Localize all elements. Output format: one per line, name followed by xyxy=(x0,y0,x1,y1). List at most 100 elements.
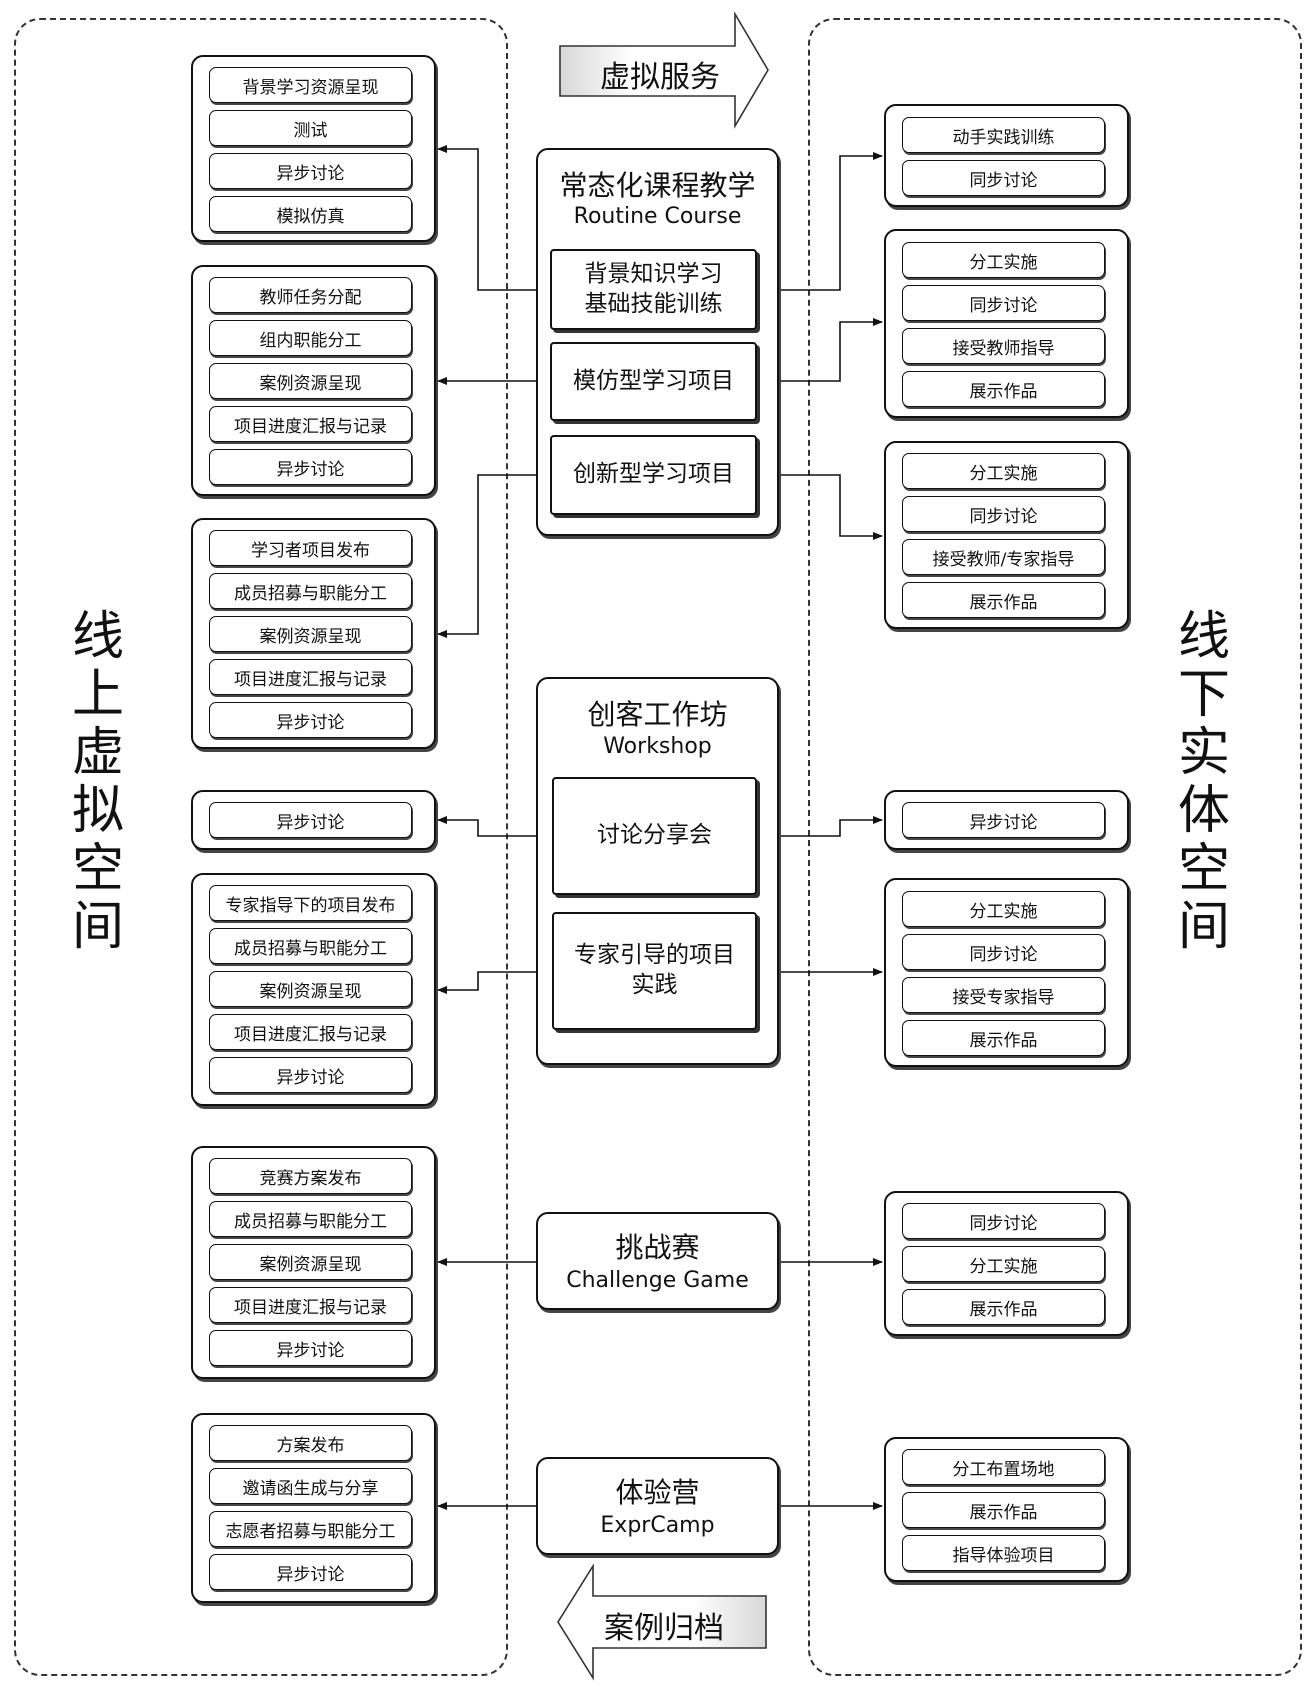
offline-item: 接受教师指导 xyxy=(902,328,1105,364)
workshop-title-en: Workshop xyxy=(603,734,712,759)
offline-group-3: 分工实施 同步讨论 接受教师/专家指导 展示作品 xyxy=(884,441,1129,629)
online-group-3: 学习者项目发布 成员招募与职能分工 案例资源呈现 项目进度汇报与记录 异步讨论 xyxy=(191,518,436,749)
online-item: 异步讨论 xyxy=(209,1330,412,1366)
camp-title-en: ExprCamp xyxy=(600,1513,715,1538)
offline-group-4: 异步讨论 xyxy=(884,790,1129,850)
online-item: 异步讨论 xyxy=(209,153,412,189)
case-archive-arrow xyxy=(557,1563,767,1681)
online-group-4: 异步讨论 xyxy=(191,790,436,850)
routine-knowledge-line2: 基础技能训练 xyxy=(584,290,723,317)
offline-group-2: 分工实施 同步讨论 接受教师指导 展示作品 xyxy=(884,229,1129,418)
offline-physical-space-region xyxy=(808,18,1302,1676)
connector-routine-imitation-offline xyxy=(757,318,883,382)
challenge-title-en: Challenge Game xyxy=(566,1268,749,1293)
offline-group-6: 同步讨论 分工实施 展示作品 xyxy=(884,1191,1129,1336)
connector-workshop-discussion-offline xyxy=(757,816,883,837)
offline-item: 同步讨论 xyxy=(902,496,1105,532)
online-item: 案例资源呈现 xyxy=(209,971,412,1007)
virtual-service-arrow xyxy=(559,11,769,129)
online-item: 专家指导下的项目发布 xyxy=(209,885,412,921)
online-item: 案例资源呈现 xyxy=(209,1244,412,1280)
online-item: 成员招募与职能分工 xyxy=(209,573,412,609)
routine-imitation-label: 模仿型学习项目 xyxy=(573,367,734,394)
offline-item: 异步讨论 xyxy=(902,802,1105,838)
offline-item: 分工实施 xyxy=(902,242,1105,278)
online-item: 背景学习资源呈现 xyxy=(209,67,412,103)
offline-group-5: 分工实施 同步讨论 接受专家指导 展示作品 xyxy=(884,878,1129,1067)
connector-routine-innovation-online xyxy=(437,474,550,638)
offline-item: 动手实践训练 xyxy=(902,117,1105,153)
online-group-6: 竞赛方案发布 成员招募与职能分工 案例资源呈现 项目进度汇报与记录 异步讨论 xyxy=(191,1146,436,1379)
online-group-2: 教师任务分配 组内职能分工 案例资源呈现 项目进度汇报与记录 异步讨论 xyxy=(191,265,436,496)
online-item: 组内职能分工 xyxy=(209,320,412,356)
online-item: 异步讨论 xyxy=(209,449,412,485)
connector-workshop-expert-online xyxy=(437,971,550,994)
online-item: 项目进度汇报与记录 xyxy=(209,1287,412,1323)
online-group-7: 方案发布 邀请函生成与分享 志愿者招募与职能分工 异步讨论 xyxy=(191,1413,436,1603)
online-item: 异步讨论 xyxy=(209,702,412,738)
offline-item: 同步讨论 xyxy=(902,285,1105,321)
online-item: 方案发布 xyxy=(209,1425,412,1461)
offline-item: 展示作品 xyxy=(902,1492,1105,1528)
offline-item: 接受专家指导 xyxy=(902,977,1105,1013)
online-item: 异步讨论 xyxy=(209,802,412,838)
online-virtual-space-region xyxy=(14,18,508,1676)
online-group-1: 背景学习资源呈现 测试 异步讨论 模拟仿真 xyxy=(191,55,436,242)
offline-item: 展示作品 xyxy=(902,371,1105,407)
online-item: 异步讨论 xyxy=(209,1057,412,1093)
online-item: 成员招募与职能分工 xyxy=(209,928,412,964)
offline-group-1: 动手实践训练 同步讨论 xyxy=(884,104,1129,207)
connector-workshop-discussion-online xyxy=(437,816,550,837)
routine-course-title-en: Routine Course xyxy=(573,204,742,229)
online-item: 模拟仿真 xyxy=(209,196,412,232)
expr-camp-box: 体验营 ExprCamp xyxy=(536,1457,779,1555)
offline-item: 同步讨论 xyxy=(902,934,1105,970)
connector-routine-innovation-offline xyxy=(757,474,883,540)
online-item: 项目进度汇报与记录 xyxy=(209,1014,412,1050)
routine-knowledge-line1: 背景知识学习 xyxy=(584,260,723,287)
workshop-title-cn: 创客工作坊 xyxy=(587,698,728,731)
workshop-expert-project-box: 专家引导的项目 实践 xyxy=(552,912,757,1030)
online-item: 成员招募与职能分工 xyxy=(209,1201,412,1237)
workshop-expert-line2: 实践 xyxy=(631,972,678,998)
offline-item: 分工实施 xyxy=(902,453,1105,489)
workshop-expert-line1: 专家引导的项目 xyxy=(574,942,735,969)
connector-routine-knowledge-online xyxy=(437,145,550,291)
online-item: 案例资源呈现 xyxy=(209,616,412,652)
offline-item: 展示作品 xyxy=(902,582,1105,618)
workshop-discussion-box: 讨论分享会 xyxy=(552,777,757,895)
offline-item: 指导体验项目 xyxy=(902,1535,1105,1571)
virtual-service-label: 虚拟服务 xyxy=(600,60,720,95)
routine-innovation-project-box: 创新型学习项目 xyxy=(550,435,757,515)
challenge-title-cn: 挑战赛 xyxy=(615,1231,700,1264)
online-item: 志愿者招募与职能分工 xyxy=(209,1511,412,1547)
offline-group-7: 分工布置场地 展示作品 指导体验项目 xyxy=(884,1437,1129,1582)
online-item: 学习者项目发布 xyxy=(209,530,412,566)
offline-item: 分工实施 xyxy=(902,1246,1105,1282)
routine-knowledge-skills-box: 背景知识学习 基础技能训练 xyxy=(550,249,757,330)
online-item: 异步讨论 xyxy=(209,1554,412,1590)
connector-routine-knowledge-offline xyxy=(757,152,883,291)
online-item: 教师任务分配 xyxy=(209,277,412,313)
offline-item: 展示作品 xyxy=(902,1289,1105,1325)
offline-item: 分工布置场地 xyxy=(902,1449,1105,1485)
online-item: 邀请函生成与分享 xyxy=(209,1468,412,1504)
offline-item: 分工实施 xyxy=(902,891,1105,927)
camp-title-cn: 体验营 xyxy=(615,1476,700,1509)
offline-item: 展示作品 xyxy=(902,1020,1105,1056)
case-archive-label: 案例归档 xyxy=(604,1611,724,1646)
online-group-5: 专家指导下的项目发布 成员招募与职能分工 案例资源呈现 项目进度汇报与记录 异步… xyxy=(191,873,436,1106)
offline-item: 同步讨论 xyxy=(902,160,1105,196)
offline-item: 接受教师/专家指导 xyxy=(902,539,1105,575)
offline-item: 同步讨论 xyxy=(902,1203,1105,1239)
online-item: 竞赛方案发布 xyxy=(209,1158,412,1194)
offline-space-label: 线下实 体空间 xyxy=(1177,607,1230,957)
online-item: 项目进度汇报与记录 xyxy=(209,659,412,695)
routine-innovation-label: 创新型学习项目 xyxy=(573,461,734,488)
online-item: 案例资源呈现 xyxy=(209,363,412,399)
routine-course-title-cn: 常态化课程教学 xyxy=(559,169,756,202)
online-item: 测试 xyxy=(209,110,412,146)
workshop-discussion-label: 讨论分享会 xyxy=(597,822,712,849)
challenge-game-box: 挑战赛 Challenge Game xyxy=(536,1212,779,1310)
